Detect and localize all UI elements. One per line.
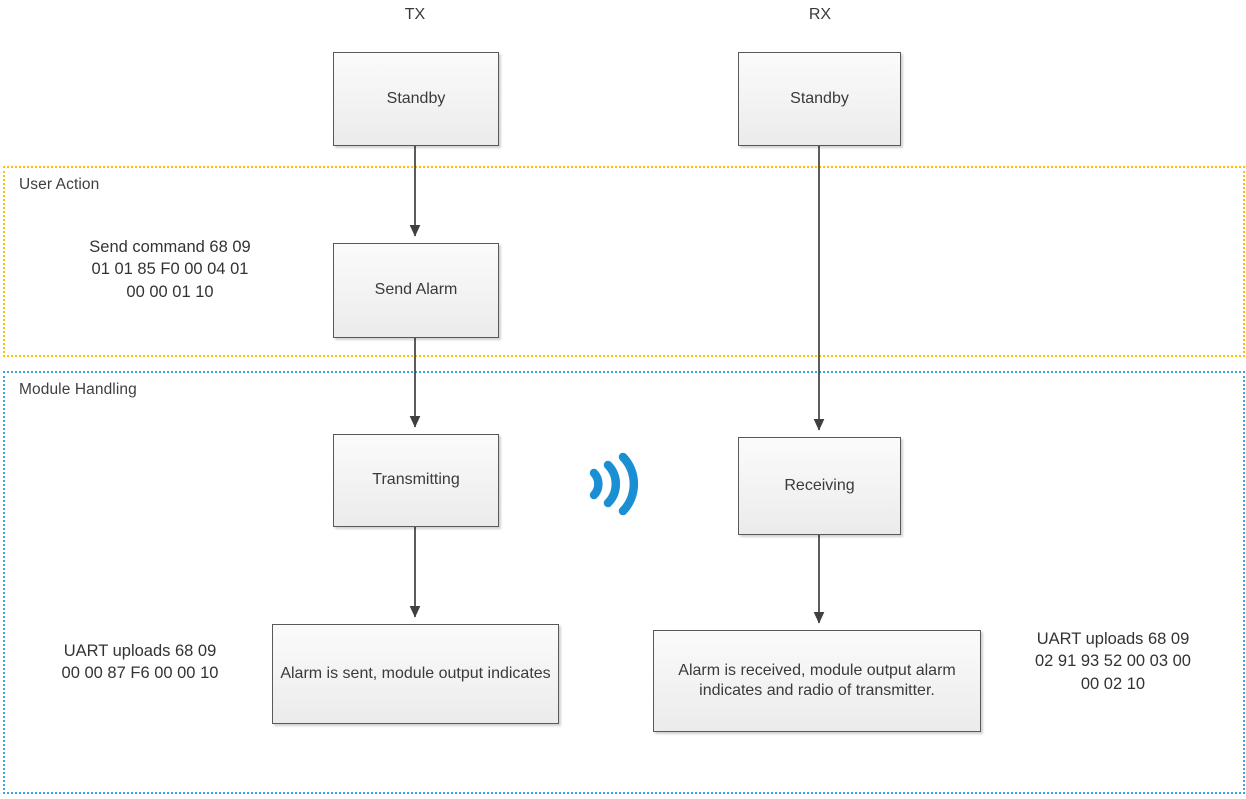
wifi-signal-icon: [589, 452, 639, 516]
annotation-uart-uploads-rx: UART uploads 68 09 02 91 93 52 00 03 00 …: [1035, 630, 1191, 693]
node-receiving-label: Receiving: [784, 476, 855, 494]
column-caption-tx: TX: [404, 6, 426, 23]
node-transmitting[interactable]: Transmitting: [333, 434, 499, 527]
node-tx-standby-label: Standby: [386, 89, 446, 107]
annotation-send-command: Send command 68 09 01 01 85 F0 00 04 01 …: [89, 238, 251, 301]
node-send-alarm-label: Send Alarm: [374, 281, 458, 299]
node-receiving[interactable]: Receiving: [738, 437, 901, 535]
swimlane-user-action-label: User Action: [19, 176, 100, 193]
node-rx-standby[interactable]: Standby: [738, 52, 901, 146]
swimlane-user-action: User Action: [3, 166, 1245, 357]
annotation-uart-uploads-tx: UART uploads 68 09 00 00 87 F6 00 00 10: [61, 642, 219, 683]
node-alarm-sent-label: Alarm is sent, module output indicates: [280, 664, 551, 682]
node-send-alarm[interactable]: Send Alarm: [333, 243, 499, 338]
node-rx-standby-label: Standby: [790, 89, 849, 107]
node-alarm-sent[interactable]: Alarm is sent, module output indicates: [272, 624, 559, 724]
node-alarm-received[interactable]: Alarm is received, module output alarm i…: [653, 630, 981, 732]
node-alarm-received-label: Alarm is received, module output alarm i…: [678, 661, 956, 699]
node-transmitting-label: Transmitting: [372, 471, 460, 489]
node-tx-standby[interactable]: Standby: [333, 52, 499, 146]
column-caption-rx: RX: [808, 6, 832, 23]
swimlane-module-handling-label: Module Handling: [19, 381, 137, 398]
swimlane-module-handling: Module Handling: [3, 371, 1245, 794]
